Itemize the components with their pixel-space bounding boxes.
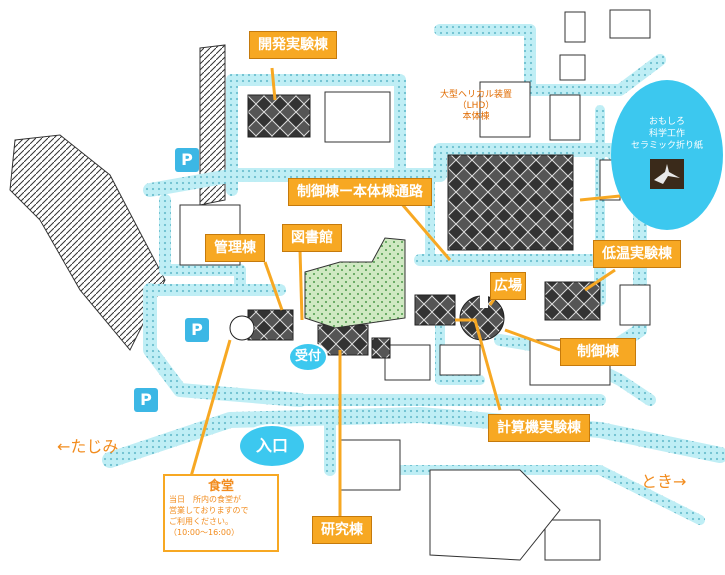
lhd-line3: 本体棟 bbox=[462, 112, 490, 122]
label-computer-building: 計算機実験棟 bbox=[488, 414, 590, 442]
label-corridor: 制御棟ー本体棟通路 bbox=[288, 178, 432, 206]
lhd-line2: （LHD） bbox=[457, 101, 495, 111]
lhd-line1: 大型ヘリカル装置 bbox=[440, 90, 513, 100]
direction-tajimi: ←たじみ bbox=[57, 437, 119, 456]
label-lhd: 大型ヘリカル装置 （LHD） 本体棟 bbox=[440, 90, 512, 123]
label-control-building: 制御棟 bbox=[560, 338, 636, 366]
building-dark bbox=[229, 94, 601, 359]
label-admin-building: 管理棟 bbox=[205, 234, 265, 262]
cafeteria-line-3: ご利用ください。 bbox=[169, 517, 233, 526]
callout-line-2: 科学工作 bbox=[648, 129, 685, 139]
reception-bubble: 受付 bbox=[288, 342, 328, 372]
cafeteria-line-2: 営業しておりますので bbox=[169, 506, 249, 515]
label-research-building: 研究棟 bbox=[312, 516, 372, 544]
callout-line-1: おもしろ bbox=[648, 117, 685, 127]
direction-toki: とき→ bbox=[641, 472, 687, 491]
label-library: 図書館 bbox=[282, 224, 342, 252]
plaza-area bbox=[480, 268, 488, 308]
parking-icon-3: P bbox=[134, 388, 158, 412]
parking-icon-1: P bbox=[175, 148, 199, 172]
cafeteria-line-1: 当日 所内の食堂が bbox=[169, 495, 241, 504]
green-area bbox=[304, 237, 406, 329]
origami-crane-icon bbox=[650, 159, 684, 189]
hatched-slope bbox=[9, 44, 226, 351]
parking-icon-2: P bbox=[185, 318, 209, 342]
cafeteria-note: 食堂 当日 所内の食堂が 営業しておりますので ご利用ください。 （10:00～… bbox=[163, 474, 279, 552]
label-development-building: 開発実験棟 bbox=[249, 31, 337, 59]
origami-callout: おもしろ 科学工作 セラミック折り紙 bbox=[611, 80, 723, 230]
cafeteria-title: 食堂 bbox=[207, 479, 234, 494]
label-cryogenic-building: 低温実験棟 bbox=[593, 240, 681, 268]
label-plaza: 広場 bbox=[490, 272, 526, 300]
callout-line-3: セラミック折り紙 bbox=[630, 141, 703, 151]
cafeteria-line-4: （10:00～16:00） bbox=[169, 528, 240, 537]
entrance-bubble: 入口 bbox=[238, 424, 306, 468]
